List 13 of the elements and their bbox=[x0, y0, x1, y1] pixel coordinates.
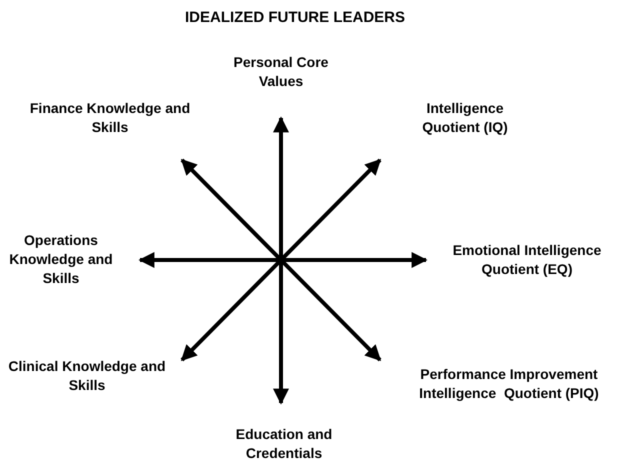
title: IDEALIZED FUTURE LEADERS bbox=[184, 9, 406, 26]
node-label: Performance Improvement Intelligence Quotient (PIQ) bbox=[398, 365, 618, 403]
arrow bbox=[273, 260, 289, 405]
node-label: Personal Core Values bbox=[221, 53, 341, 91]
node-label: Finance Knowledge and Skills bbox=[20, 99, 200, 137]
node-label: Education and Credentials bbox=[214, 425, 354, 463]
node-label: Clinical Knowledge and Skills bbox=[2, 357, 172, 395]
node-label: Intelligence Quotient (IQ) bbox=[400, 99, 530, 137]
arrow bbox=[273, 116, 289, 260]
node-label: Operations Knowledge and Skills bbox=[6, 231, 116, 288]
arrow bbox=[281, 252, 428, 268]
arrow bbox=[138, 252, 281, 268]
node-label: Emotional Intelligence Quotient (EQ) bbox=[436, 241, 618, 279]
